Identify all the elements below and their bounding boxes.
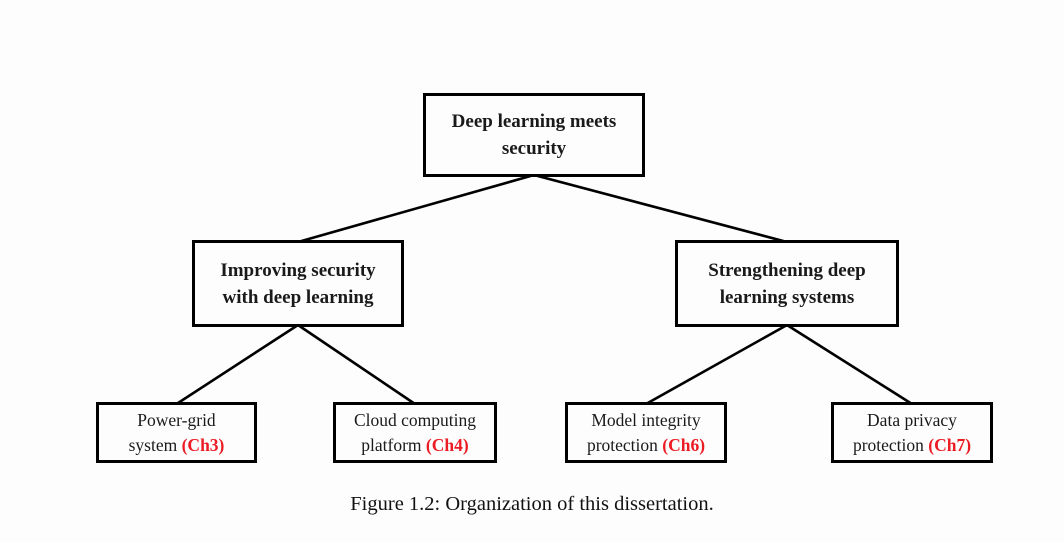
node-label-line: platform (Ch4) (361, 434, 469, 455)
node-label-line: Model integrity (591, 409, 701, 430)
connector-line (297, 323, 416, 406)
chapter-tag: (Ch3) (181, 434, 225, 455)
chapter-tag: (Ch6) (662, 434, 706, 455)
connector-line (645, 323, 788, 406)
node-deep-learning-meets-security: Deep learning meets security (423, 93, 645, 177)
node-data-privacy-protection: Data privacy protection (Ch7) (831, 402, 993, 463)
connector-line (175, 323, 299, 406)
connector-line (786, 323, 913, 406)
connector-line (297, 173, 535, 244)
node-label-line: protection (Ch7) (852, 434, 972, 455)
node-label-line: security (501, 138, 567, 159)
node-strengthening-deep-learning-systems: Strengthening deep learning systems (675, 240, 899, 327)
node-power-grid-system: Power-grid system (Ch3) (96, 402, 257, 463)
node-label-line: learning systems (719, 286, 855, 308)
chapter-tag: (Ch7) (928, 434, 972, 455)
connector-line (533, 173, 788, 244)
node-label-line: Data privacy (867, 409, 957, 430)
node-cloud-computing-platform: Cloud computing platform (Ch4) (333, 402, 497, 463)
figure-caption: Figure 1.2: Organization of this dissert… (350, 493, 714, 515)
node-label-line: with deep learning (222, 286, 374, 308)
chapter-tag: (Ch4) (425, 434, 469, 455)
node-improving-security-with-deep-learning: Improving security with deep learning (192, 240, 404, 327)
node-label-line: protection (Ch6) (586, 434, 706, 455)
node-label-line: Power-grid (137, 409, 216, 430)
node-label-line: Cloud computing (353, 409, 476, 430)
node-model-integrity-protection: Model integrity protection (Ch6) (565, 402, 727, 463)
node-label-line: Strengthening deep (708, 259, 866, 281)
node-label-line: Improving security (220, 259, 376, 281)
node-label-line: Deep learning meets (451, 111, 617, 132)
node-label-line: system (Ch3) (128, 434, 225, 455)
